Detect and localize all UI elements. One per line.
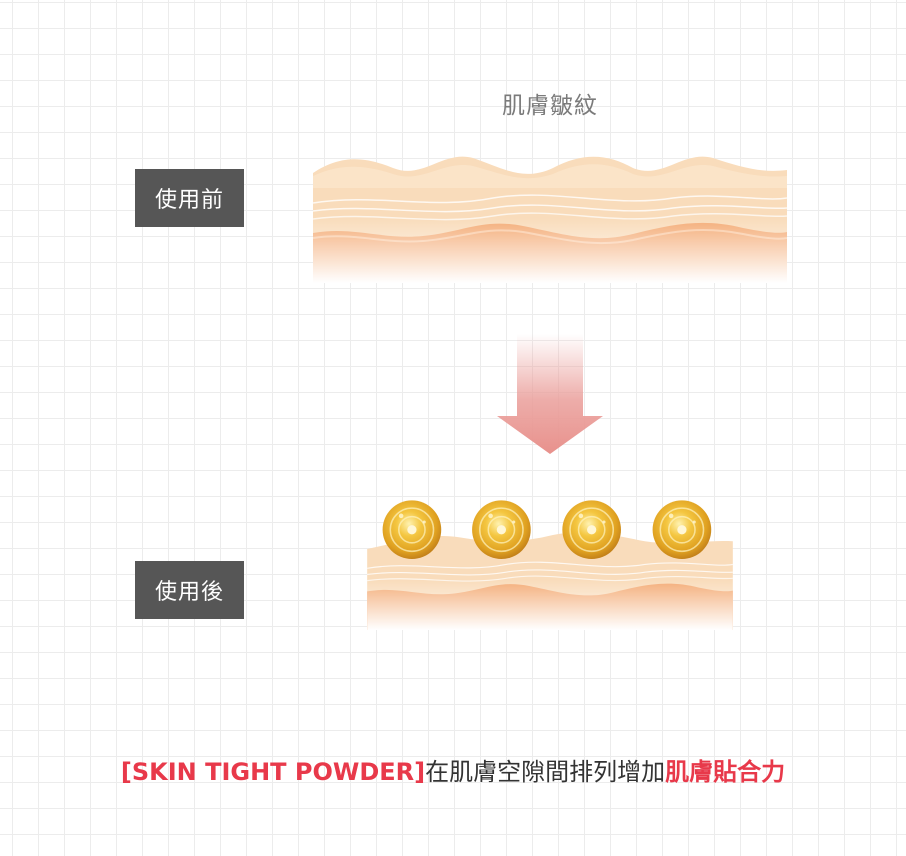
before-label: 使用前 (135, 169, 244, 227)
gold-particle (382, 500, 442, 560)
after-label: 使用後 (135, 561, 244, 619)
before-label-text: 使用前 (154, 188, 224, 213)
caption: [SKIN TIGHT POWDER]在肌膚空隙間排列增加肌膚貼合力 (0, 752, 906, 787)
skin-before-illustration (313, 156, 787, 283)
caption-text: 在肌膚空隙間排列增加 (425, 758, 666, 786)
caption-brand: [SKIN TIGHT POWDER] (120, 758, 426, 786)
gold-particle (562, 500, 621, 560)
down-arrow-icon (497, 334, 603, 454)
skin-after-illustration (367, 500, 733, 630)
after-label-text: 使用後 (154, 580, 224, 605)
gold-particle (472, 500, 531, 560)
gold-particle (652, 500, 712, 560)
wrinkle-title: 肌膚皺紋 (502, 93, 598, 119)
caption-highlight: 肌膚貼合力 (665, 758, 786, 786)
